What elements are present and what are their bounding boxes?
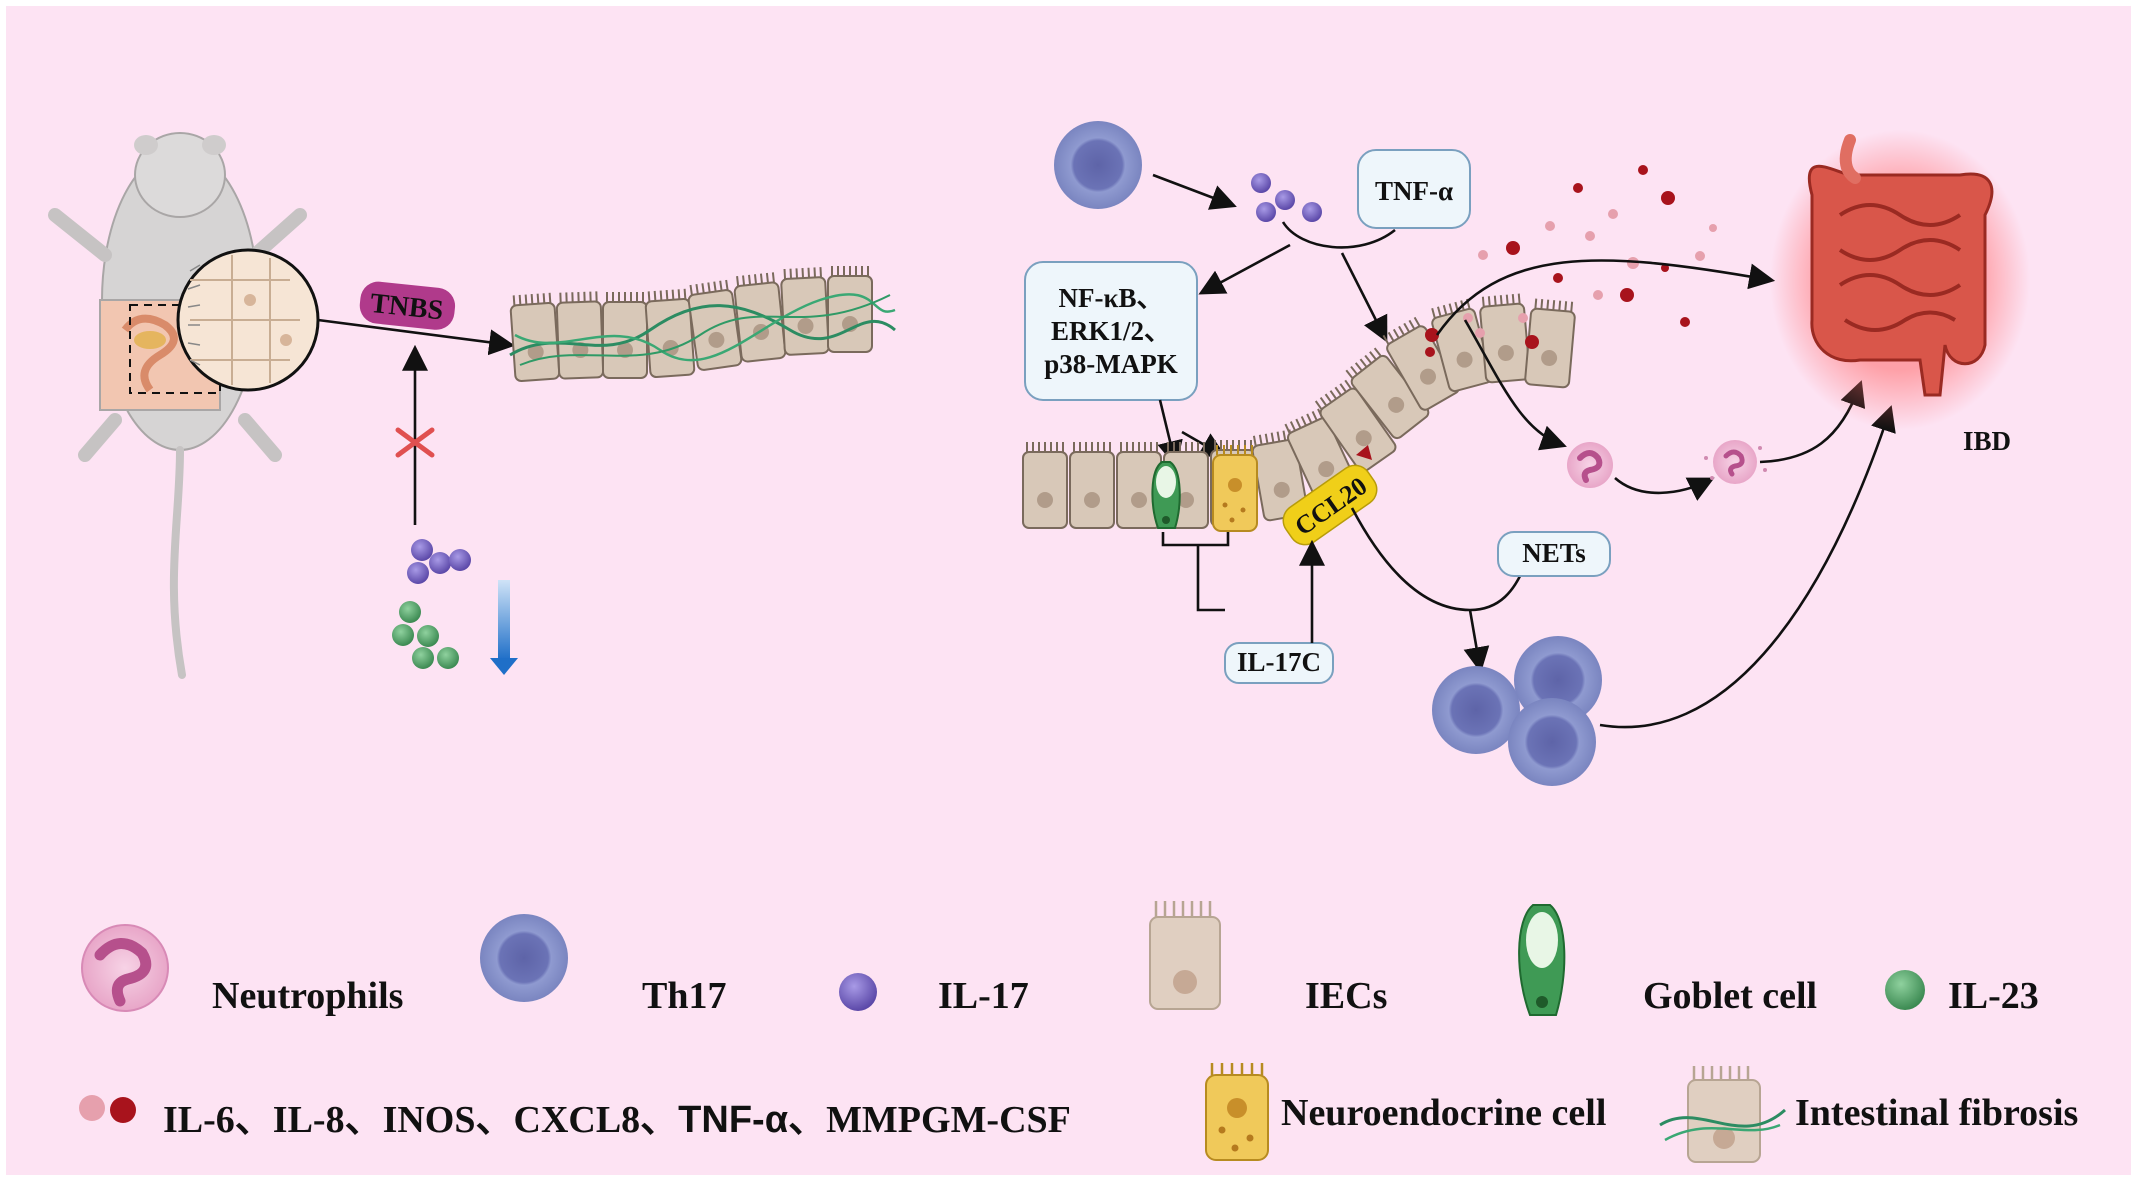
il23-cluster-left: [392, 601, 459, 669]
legend-iec-icon: [1149, 901, 1221, 1010]
tnf-alpha-box: TNF-α: [1357, 149, 1471, 229]
legend-cytokines-label: IL-6、IL-8、INOS、CXCL8、TNF-α、MMPGM-CSF: [163, 1099, 1071, 1141]
legend-iecs-label: IECs: [1305, 975, 1387, 1017]
nets-label: NETs: [1522, 538, 1586, 568]
tnbs-arrow: [317, 318, 516, 356]
tnbs-label: TNBS: [369, 288, 445, 326]
legend-neutrophils-icon: [81, 924, 169, 1012]
ibd-label: IBD: [1963, 426, 2011, 456]
il17c-box: IL-17C: [1224, 642, 1334, 684]
legend-il23-label: IL-23: [1948, 975, 2039, 1017]
mucosa-zoom-inset: [176, 248, 320, 392]
neuroendocrine-cell: [1212, 445, 1258, 532]
pathway-line-1: NF-κB、: [1059, 283, 1164, 313]
to-pathway-arrow: [1198, 243, 1291, 295]
legend-fibrosis-label: Intestinal fibrosis: [1795, 1092, 2078, 1134]
epithelium-to-neutrophil-arrow: [1463, 319, 1567, 451]
cytokines-cloud: [1425, 165, 1717, 357]
legend-goblet-label: Goblet cell: [1643, 975, 1817, 1017]
legend-th17-label: Th17: [642, 975, 726, 1017]
legend-cytokines-part-3: 、MMPGM-CSF: [788, 1099, 1071, 1141]
background-panel: [6, 6, 2131, 1175]
th17-to-il17-arrow: [1152, 173, 1237, 210]
cytokines-to-ibd-arrow: [1435, 259, 1776, 336]
to-epithelium-arrow: [1340, 252, 1388, 343]
neutrophil-cell-1: [1567, 442, 1613, 488]
il17c-bracket: [1161, 532, 1230, 612]
legend-th17-icon: [480, 914, 568, 1002]
legend-neuroendocrine-icon: [1205, 1063, 1269, 1161]
il17-tnf-merge-curve: [1281, 221, 1396, 249]
nets-box: NETs: [1497, 531, 1611, 577]
pathway-line-2: ERK1/2、: [1051, 316, 1171, 346]
ccl20-upregulation-icon: [1356, 445, 1372, 460]
legend-fibrosis-icon: [1659, 1066, 1786, 1163]
inhibition-x-icon: [395, 427, 435, 458]
il17c-label: IL-17C: [1237, 647, 1321, 677]
fibrotic-epithelium: [508, 265, 896, 383]
th17-cell-top: [1054, 121, 1142, 209]
neutrophil-cell-2: [1704, 440, 1767, 484]
legend-il23-icon: [1885, 970, 1925, 1010]
il17-cluster-left: [407, 539, 471, 584]
legend-goblet-icon: [1518, 904, 1566, 1016]
ccl20-to-th17-curve: [1350, 507, 1527, 612]
decrease-arrow-icon: [490, 580, 518, 675]
goblet-cell: [1151, 461, 1181, 529]
legend-cytokines-part-1: IL-6、IL-8、INOS、CXCL8、: [163, 1099, 678, 1141]
tnbs-badge: TNBS: [359, 281, 456, 330]
th17-cluster: [1432, 636, 1602, 786]
il17-cluster-right: [1251, 173, 1322, 222]
legend-cytokines-tnf: TNF-α: [678, 1099, 788, 1141]
legend-cytokines-icon: [79, 1095, 136, 1123]
tnf-alpha-label: TNF-α: [1375, 176, 1453, 206]
legend-neutrophils-label: Neutrophils: [212, 975, 403, 1017]
legend-neuroendocrine-label: Neuroendocrine cell: [1281, 1092, 1606, 1134]
pathway-line-3: p38-MAPK: [1044, 349, 1177, 379]
to-th17-cluster-arrow: [1463, 609, 1490, 674]
legend-il17-label: IL-17: [938, 975, 1029, 1017]
th17-to-ibd-arrow: [1599, 405, 1896, 729]
legend-il17-icon: [839, 973, 877, 1011]
ibd-intestine-icon: [1770, 130, 2030, 430]
signaling-pathway-box: NF-κB、 ERK1/2、 p38-MAPK: [1024, 261, 1198, 401]
neutrophil-activation-arrow: [1614, 477, 1715, 501]
